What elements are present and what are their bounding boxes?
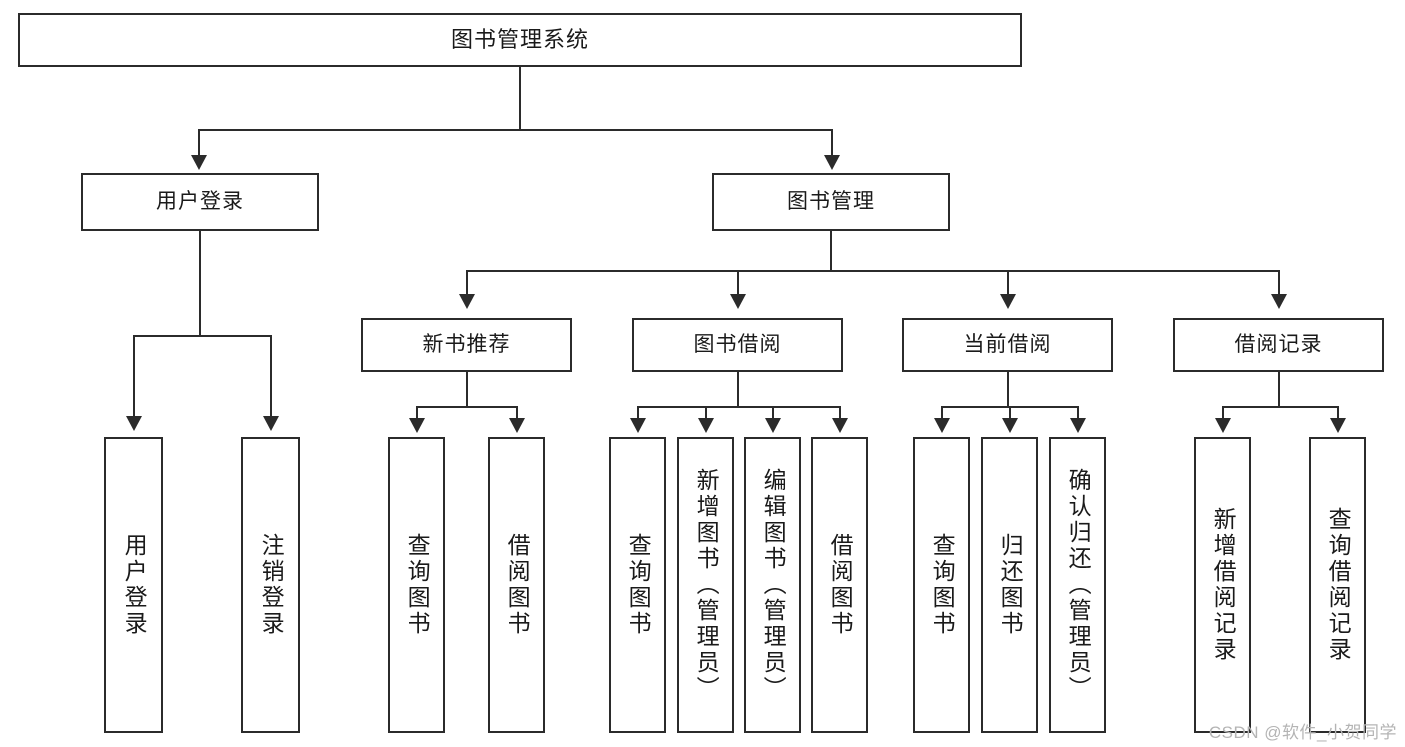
node-label: 借阅记录 [1234,332,1323,356]
node-book-borrow[interactable]: 图书借阅 [632,318,843,372]
connector-book-manage-stem [830,231,832,271]
connector-new-book-bar [416,406,518,408]
leaf-user-login-login[interactable]: 用户登录 [104,437,163,733]
node-label: 查询图书 [625,533,652,637]
node-label: 查询图书 [404,533,431,637]
arrow-book-borrow-leaf-4 [832,418,848,433]
connector-to-current-borrow [1007,270,1009,296]
connector-book-borrow-leaf-1 [637,406,639,420]
node-label: 注销登录 [258,533,285,637]
leaf-borrow-record-add[interactable]: 新增借阅记录 [1194,437,1251,733]
arrow-current-borrow-leaf-1 [934,418,950,433]
connector-current-borrow-leaf-2 [1009,406,1011,420]
arrow-borrow-record-leaf-2 [1330,418,1346,433]
connector-current-borrow-leaf-1 [941,406,943,420]
connector-current-borrow-leaf-3 [1077,406,1079,420]
leaf-borrow-record-query[interactable]: 查询借阅记录 [1309,437,1366,733]
node-label: 借阅图书 [827,533,854,637]
leaf-current-borrow-confirm[interactable]: 确认归还（管理员） [1049,437,1106,733]
arrow-to-book-borrow [730,294,746,309]
arrow-borrow-record-leaf-1 [1215,418,1231,433]
leaf-book-borrow-query[interactable]: 查询图书 [609,437,666,733]
connector-borrow-record-leaf-2 [1337,406,1339,420]
node-user-login[interactable]: 用户登录 [81,173,319,231]
connector-new-book-stem [466,372,468,407]
arrow-new-book-leaf-2 [509,418,525,433]
leaf-current-borrow-return[interactable]: 归还图书 [981,437,1038,733]
node-book-manage[interactable]: 图书管理 [712,173,950,231]
leaf-book-borrow-borrow[interactable]: 借阅图书 [811,437,868,733]
node-label: 新增借阅记录 [1210,507,1237,663]
connector-to-user-login [198,129,200,157]
arrow-current-borrow-leaf-3 [1070,418,1086,433]
connector-to-book-manage [831,129,833,157]
connector-user-login-leaf-1 [133,335,135,418]
connector-borrow-record-stem [1278,372,1280,407]
arrow-new-book-leaf-1 [409,418,425,433]
node-label: 图书管理 [787,189,875,213]
node-label: 借阅图书 [504,533,531,637]
connector-borrow-record-leaf-1 [1222,406,1224,420]
connector-root-bar [198,129,832,131]
leaf-book-borrow-add[interactable]: 新增图书（管理员） [677,437,734,733]
connector-to-borrow-record [1278,270,1280,296]
node-label: 新书推荐 [422,332,511,356]
node-label: 确认归还（管理员） [1065,468,1092,702]
connector-book-borrow-stem [737,372,739,407]
arrow-to-new-book [459,294,475,309]
node-label: 图书管理系统 [450,27,589,53]
connector-root-stem [519,67,521,130]
node-label: 查询借阅记录 [1325,507,1352,663]
connector-new-book-leaf-2 [516,406,518,420]
leaf-current-borrow-query[interactable]: 查询图书 [913,437,970,733]
node-label: 当前借阅 [963,332,1052,356]
arrow-to-borrow-record [1271,294,1287,309]
arrow-book-borrow-leaf-2 [698,418,714,433]
node-label: 新增图书（管理员） [693,468,720,702]
connector-book-borrow-leaf-4 [839,406,841,420]
connector-book-manage-bar [466,270,1279,272]
connector-user-login-stem [199,231,201,336]
connector-borrow-record-bar [1222,406,1339,408]
leaf-new-book-query[interactable]: 查询图书 [388,437,445,733]
node-label: 编辑图书（管理员） [760,468,787,702]
leaf-user-login-logout[interactable]: 注销登录 [241,437,300,733]
connector-to-book-borrow [737,270,739,296]
arrow-user-login-leaf-2 [263,416,279,431]
node-label: 归还图书 [997,533,1024,637]
arrow-book-borrow-leaf-3 [765,418,781,433]
arrow-book-borrow-leaf-1 [630,418,646,433]
node-current-borrow[interactable]: 当前借阅 [902,318,1113,372]
node-label: 图书借阅 [693,332,782,356]
connector-book-borrow-bar [637,406,840,408]
arrow-current-borrow-leaf-2 [1002,418,1018,433]
connector-current-borrow-stem [1007,372,1009,407]
node-new-book-recommend[interactable]: 新书推荐 [361,318,572,372]
connector-book-borrow-leaf-2 [705,406,707,420]
node-label: 用户登录 [121,533,148,637]
leaf-new-book-borrow[interactable]: 借阅图书 [488,437,545,733]
arrow-to-user-login [191,155,207,170]
node-label: 用户登录 [156,189,244,213]
node-root-system[interactable]: 图书管理系统 [18,13,1022,67]
arrow-to-book-manage [824,155,840,170]
arrow-to-current-borrow [1000,294,1016,309]
connector-user-login-bar [133,335,272,337]
node-borrow-record[interactable]: 借阅记录 [1173,318,1384,372]
node-label: 查询图书 [929,533,956,637]
connector-new-book-leaf-1 [416,406,418,420]
connector-book-borrow-leaf-3 [772,406,774,420]
leaf-book-borrow-edit[interactable]: 编辑图书（管理员） [744,437,801,733]
arrow-user-login-leaf-1 [126,416,142,431]
connector-user-login-leaf-2 [270,335,272,418]
connector-to-new-book [466,270,468,296]
